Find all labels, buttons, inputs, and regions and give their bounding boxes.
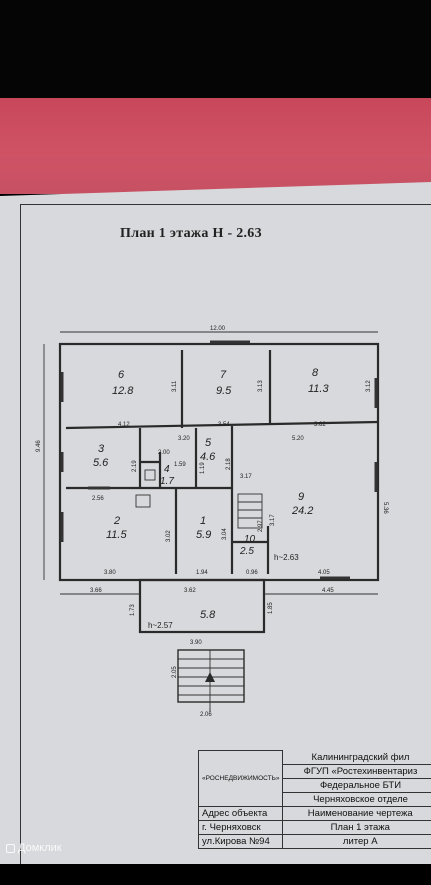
floor-plan-sheet: План 1 этажа Н - 2.63	[0, 182, 431, 864]
stamp-org-line: ФГУП «Ростехинвентариз	[282, 764, 431, 779]
dimension-label: 5.36	[382, 502, 388, 514]
wall-horizontal-top	[65, 420, 379, 430]
room-area: 12.8	[112, 385, 134, 397]
dimension-label: 3.66	[90, 588, 102, 594]
dimension-label: 1.59	[174, 462, 186, 468]
dimension-label: 9.46	[36, 440, 42, 452]
dimension-label: 12.00	[210, 326, 226, 332]
stamp-city: г. Черняховск	[197, 819, 284, 835]
room-area: 11.5	[106, 529, 127, 541]
dimension-label: 2.06	[200, 712, 212, 718]
watermark: Домклик	[6, 842, 62, 854]
ceiling-height: h~2.63	[274, 553, 299, 562]
room-number: 8	[312, 367, 319, 379]
room-area: 11.3	[308, 383, 329, 395]
dimension-label: 1.19	[200, 462, 206, 474]
dimension-label: 3.62	[314, 422, 326, 428]
stamp-address-header: Адрес объекта	[197, 805, 284, 821]
room-area: 2.5	[239, 546, 254, 557]
floor-plan-drawing: 6 12.8 7 9.5 8 11.3 3 5.6 4 1.7 5 4.6 9 …	[36, 326, 388, 718]
room-number: 10	[244, 534, 256, 545]
domclick-logo-icon	[6, 843, 15, 853]
room-area: 4.6	[200, 451, 216, 463]
dimension-label: 1.94	[196, 570, 208, 576]
dimension-label: 3.20	[178, 436, 190, 442]
dimension-label: 3.90	[190, 640, 202, 646]
watermark-text: Домклик	[18, 842, 62, 854]
dimension-label: 2.05	[172, 666, 178, 678]
dimension-label: 2.18	[226, 458, 232, 470]
room-area: 9.5	[216, 385, 232, 397]
dimension-label: 4.05	[318, 570, 330, 576]
room-area: 24.2	[291, 505, 313, 517]
room-number: 4	[164, 464, 170, 475]
room-number: 2	[113, 515, 120, 527]
stamp-street: ул.Кирова №94	[197, 833, 284, 849]
background-red-surface	[0, 98, 431, 194]
stamp-letter: литер А	[282, 833, 431, 849]
room-area: 5.9	[196, 529, 211, 541]
room-area: 5.8	[200, 609, 216, 621]
stamp-drawing-header: Наименование чертежа	[282, 805, 431, 821]
room-number: 7	[220, 369, 227, 381]
stamp-org-line: Черняховское отделе	[282, 792, 431, 807]
stamp-org-line: Калининградский фил	[282, 750, 431, 765]
dimension-label: 4.12	[118, 422, 130, 428]
entrance-stairs	[177, 649, 245, 703]
sheet-frame	[20, 204, 431, 864]
ceiling-height: h~2.57	[148, 621, 173, 630]
dimension-label: 3.17	[240, 474, 252, 480]
stamp-drawing-name: План 1 этажа	[282, 819, 431, 835]
dimension-label: 0.96	[246, 570, 258, 576]
dimension-label: 3.02	[166, 530, 172, 542]
title-block: «РОСНЕДВИЖИМОСТЬ» Калининградский фил ФГ…	[197, 750, 431, 864]
top-black-area	[0, 0, 431, 98]
stamp-org-line: Федеральное БТИ	[282, 778, 431, 793]
dimension-label: 5.20	[292, 436, 304, 442]
room-number: 3	[98, 443, 105, 455]
room-number: 9	[298, 491, 304, 503]
dimension-label: 3.11	[172, 380, 178, 392]
room-number: 6	[118, 369, 125, 381]
room-area: 1.7	[160, 476, 174, 487]
dimension-label: 3.12	[366, 380, 372, 392]
dimension-label: 1.85	[268, 602, 274, 614]
dimension-label: 3.80	[104, 570, 116, 576]
dimension-label: 3.04	[222, 528, 228, 540]
dimension-label: 3.17	[270, 514, 276, 526]
dimension-label: 3.13	[258, 380, 264, 392]
entrance-arrow-icon	[205, 672, 215, 682]
dimension-label: 4.45	[322, 588, 334, 594]
room-area: 5.6	[93, 457, 109, 469]
stamp-org-name: «РОСНЕДВИЖИМОСТЬ»	[197, 750, 284, 807]
dimension-label: 3.54	[218, 422, 230, 428]
dimension-label: 2.19	[132, 460, 138, 472]
dimension-label: 3.62	[184, 588, 196, 594]
room-number: 5	[205, 437, 212, 449]
dimension-label: 2.56	[92, 496, 104, 502]
room-number: 1	[200, 515, 206, 527]
dimension-label: 2.97	[258, 520, 264, 532]
plan-title: План 1 этажа Н - 2.63	[120, 226, 262, 241]
dimension-label: 2.00	[158, 450, 170, 456]
porch-wall	[138, 578, 266, 634]
dimension-label: 1.73	[130, 604, 136, 616]
